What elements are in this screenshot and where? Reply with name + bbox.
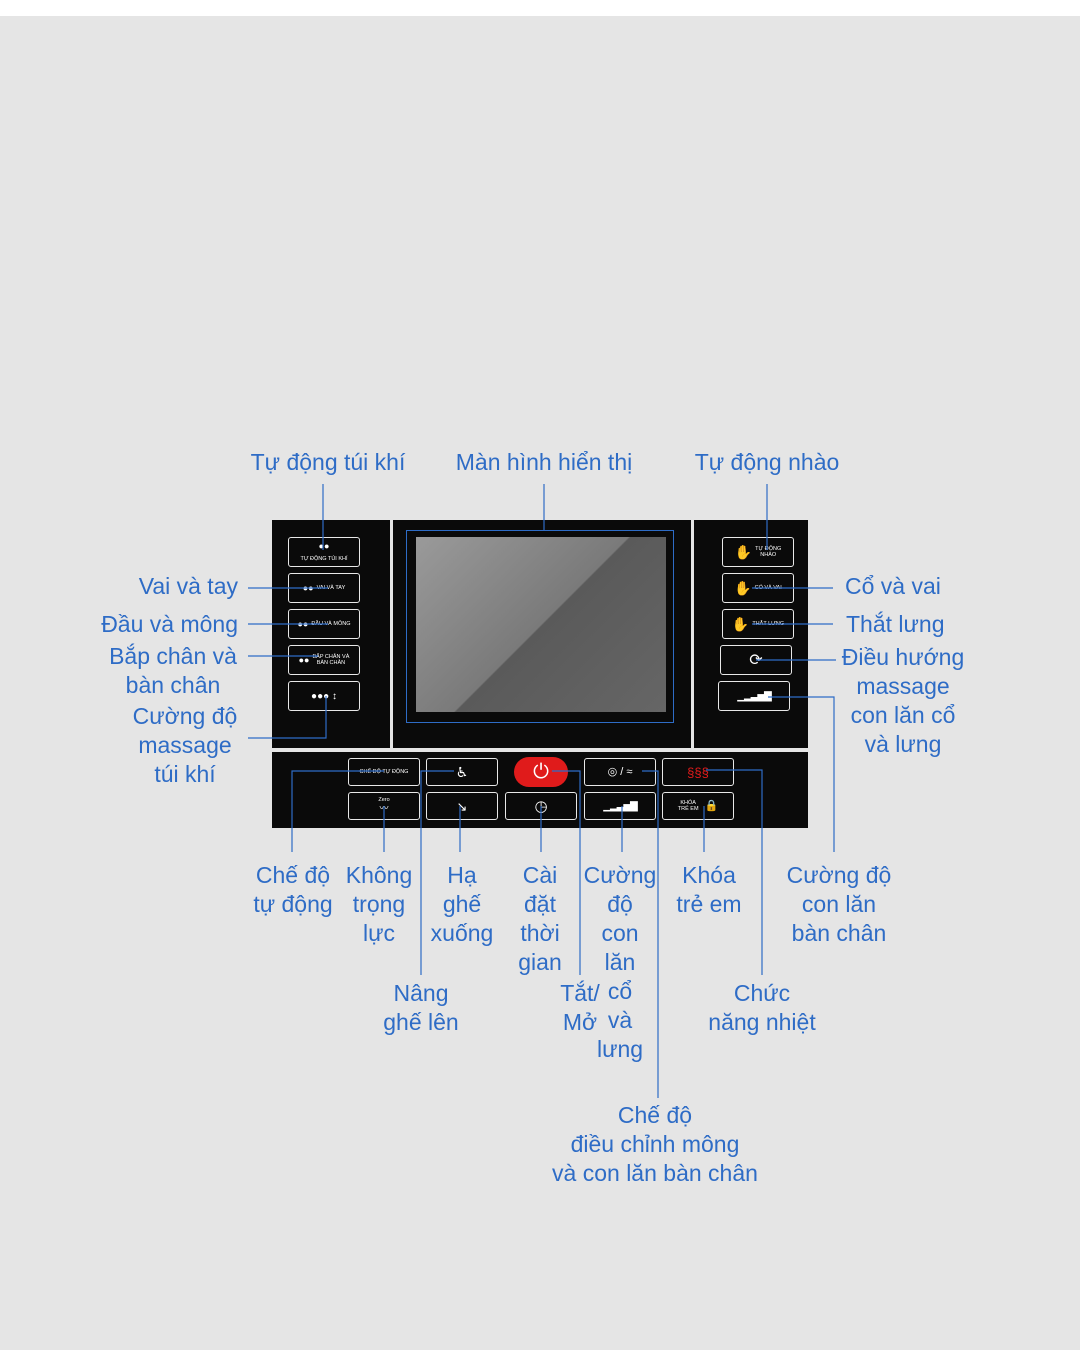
label-lower-chair: Hạ ghế xuống (430, 862, 494, 946)
timer-icon: ◷ (534, 797, 548, 815)
hip-foot-mode-button[interactable]: ◎ / ≈ (584, 758, 656, 786)
airbag-icon: ●● (297, 619, 309, 629)
knead-icon: ✋ (731, 616, 750, 632)
display-screen (416, 537, 666, 712)
hip-foot-mode-icon: ◎ / ≈ (607, 765, 633, 778)
airbag-icon: ●● (302, 583, 314, 593)
neck-shoulder-button[interactable]: ✋ CỔ VÀ VAI (722, 573, 794, 603)
intensity-bars-icon: ▁▂▃▅▇ (603, 800, 637, 812)
label-foot-roller-intensity: Cường độ con lăn bàn chân (786, 862, 892, 946)
waist-button[interactable]: ✋ THẮT LƯNG (722, 609, 794, 639)
lower-chair-button[interactable]: ↘ (426, 792, 498, 820)
auto-knead-button[interactable]: ✋ TỰ ĐỘNG NHÀO (722, 537, 794, 567)
knead-icon: ✋ (734, 544, 753, 560)
heat-icon: §§§ (687, 764, 709, 780)
label-raise-chair: Nâng ghế lên (383, 980, 459, 1035)
direction-icon: ⟳ (749, 651, 763, 669)
timer-button[interactable]: ◷ (505, 792, 577, 820)
label-zero-gravity: Không trọng lực (345, 862, 413, 946)
airbag-icon: ●● (298, 655, 310, 665)
shoulder-arm-button[interactable]: ●● VAI VÀ TAY (288, 573, 360, 603)
intensity-bars-icon: ▁▂▃▅▇ (737, 690, 771, 702)
power-icon: ⏻ (533, 761, 549, 783)
direction-button[interactable]: ⟳ (720, 645, 792, 675)
calf-foot-button[interactable]: ●● BẮP CHÂN VÀ BÀN CHÂN (288, 645, 360, 675)
head-hip-button[interactable]: ●● ĐẦU VÀ MÔNG (288, 609, 360, 639)
child-lock-button[interactable]: KHÓA TRẺ EM 🔒 (662, 792, 734, 820)
zero-gravity-icon: 〰 (379, 803, 389, 813)
display-frame (406, 530, 674, 723)
label-auto-knead: Tự động nhào (694, 449, 840, 475)
label-timer: Cài đặt thời gian (518, 862, 562, 975)
knead-icon: ✋ (734, 580, 752, 596)
raise-chair-button[interactable]: ♿ (426, 758, 498, 786)
label-power: Tắt/ Mở (560, 980, 600, 1035)
auto-airbag-button[interactable]: ●● TỰ ĐỘNG TÚI KHÍ (288, 537, 360, 567)
label-direction: Điều hướng massage con lăn cổ và lưng (841, 644, 965, 757)
label-shoulder-arm: Vai và tay (138, 573, 238, 599)
label-auto-airbag: Tự động túi khí (250, 449, 406, 475)
label-heat: Chức năng nhiệt (708, 980, 816, 1035)
label-waist: Thắt lưng (846, 611, 945, 637)
label-roller-intensity: Cường độ con lăn cổ và lưng (583, 862, 657, 1062)
heat-button[interactable]: §§§ (662, 758, 734, 786)
auto-mode-button[interactable]: CHẾ ĐỘ TỰ ĐỘNG (348, 758, 420, 786)
label-auto-mode: Chế độ tự động (253, 862, 333, 917)
airbag-intensity-icon: ●●● ↕ (311, 690, 337, 702)
neck-back-roller-intensity-button[interactable]: ▁▂▃▅▇ (584, 792, 656, 820)
power-button[interactable]: ⏻ (514, 757, 568, 787)
raise-chair-icon: ♿ (455, 763, 469, 780)
label-display: Màn hình hiển thị (455, 449, 633, 475)
lower-chair-icon: ↘ (456, 798, 468, 814)
label-head-hip: Đầu và mông (101, 611, 238, 637)
label-child-lock: Khóa trẻ em (676, 862, 742, 917)
roller-intensity-button[interactable]: ▁▂▃▅▇ (718, 681, 790, 711)
airbag-intensity-button[interactable]: ●●● ↕ (288, 681, 360, 711)
zero-gravity-button[interactable]: Zero 〰 (348, 792, 420, 820)
label-hip-foot-mode: Chế độ điều chỉnh mông và con lăn bàn ch… (552, 1102, 758, 1186)
label-airbag-intensity: Cường độ massage túi khí (132, 703, 238, 787)
lock-icon: 🔒 (704, 799, 719, 812)
label-calf-foot: Bắp chân và bàn chân (109, 643, 237, 698)
airbag-icon: ●● (318, 541, 330, 551)
label-neck-shoulder: Cổ và vai (845, 573, 941, 599)
